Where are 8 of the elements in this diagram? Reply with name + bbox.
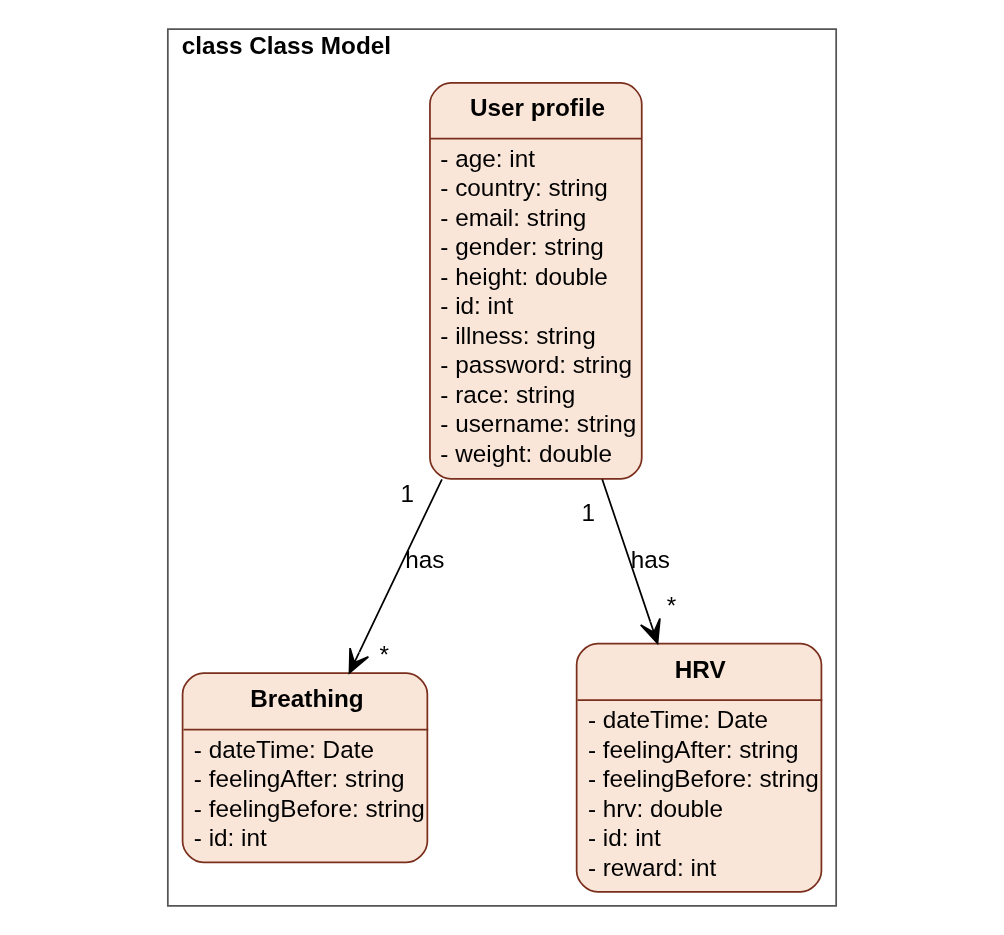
label: 1: [581, 499, 596, 527]
label: *: [666, 592, 677, 619]
label: *: [379, 641, 389, 669]
label: 1: [400, 479, 414, 507]
edge-label: has: [630, 545, 671, 573]
edge-label: has: [405, 545, 445, 573]
arrow: [348, 478, 443, 674]
arrow: [601, 478, 661, 644]
